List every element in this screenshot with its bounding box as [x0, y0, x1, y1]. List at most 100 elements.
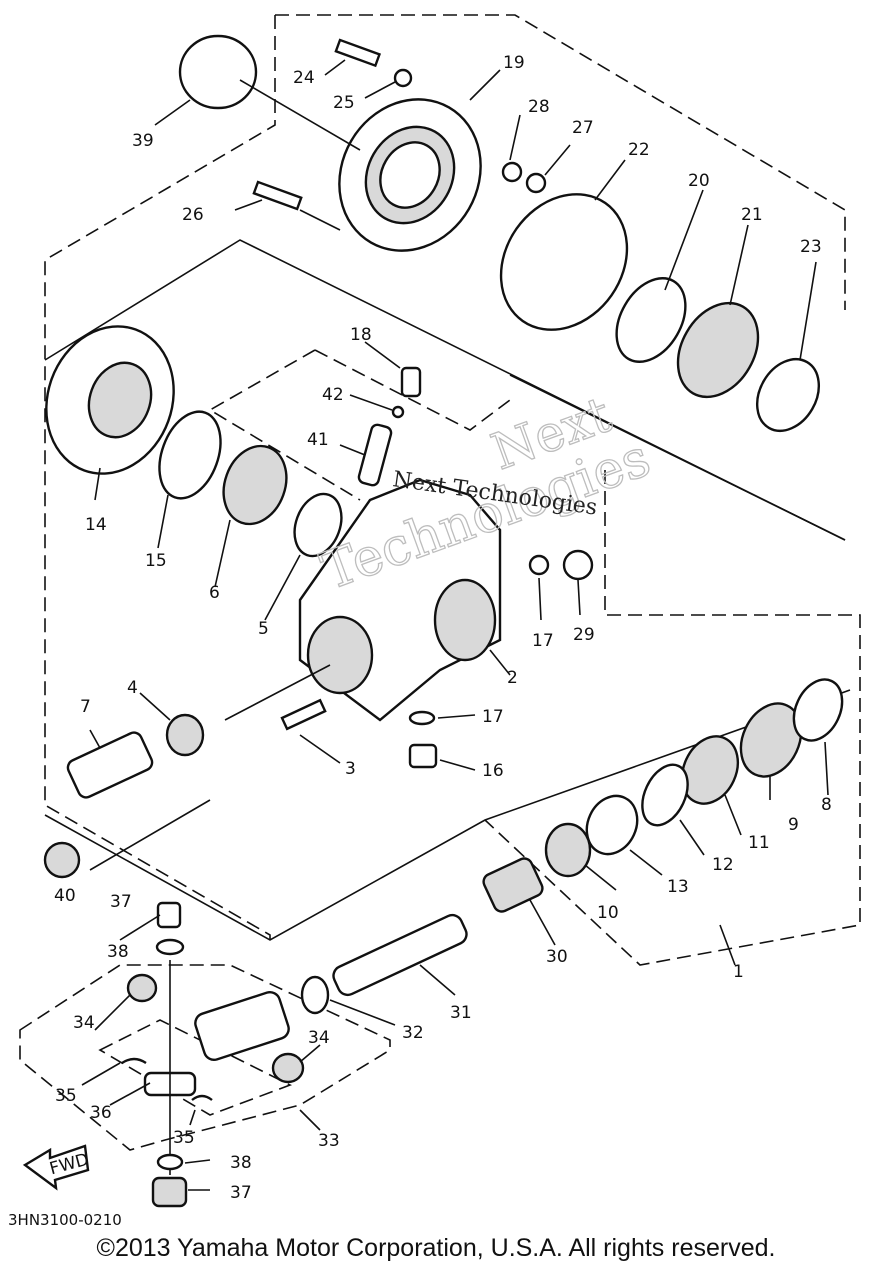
copyright-notice: ©2013 Yamaha Motor Corporation, U.S.A. A… [96, 1234, 776, 1262]
callout-5: 5 [258, 619, 269, 639]
yoke-37a [156, 901, 182, 929]
bearing-9 [739, 702, 803, 778]
callout-28: 28 [528, 97, 550, 117]
callout-4: 4 [127, 678, 138, 698]
shaft-31 [332, 913, 468, 997]
o-ring-22 [499, 193, 629, 331]
callout-13: 13 [667, 877, 689, 897]
callout-37b: 37 [230, 1183, 252, 1203]
callout-labels: 1 2 3 4 5 6 7 8 9 10 11 12 13 14 15 16 1… [54, 53, 832, 1203]
universal-joint-yoke [194, 990, 290, 1062]
callout-15: 15 [145, 551, 167, 571]
sleeve-30 [482, 857, 544, 913]
bearing-cup-34a [126, 973, 158, 1003]
circlip-38a [155, 938, 185, 956]
nut-40 [43, 841, 81, 879]
gear-case-outline [44, 239, 851, 941]
callout-6: 6 [209, 583, 220, 603]
circlip-35b [191, 1094, 213, 1101]
callout-10: 10 [597, 903, 619, 923]
callout-26: 26 [182, 205, 204, 225]
collar-10 [544, 822, 592, 878]
callout-33: 33 [318, 1131, 340, 1151]
callout-16: 16 [482, 761, 504, 781]
callout-2: 2 [507, 668, 518, 688]
callout-34b: 34 [308, 1028, 330, 1048]
callout-27: 27 [572, 118, 594, 138]
thrust-washer-15 [158, 410, 222, 500]
callout-8: 8 [821, 795, 832, 815]
callout-38a: 38 [107, 942, 129, 962]
ring-gear-14 [45, 325, 175, 475]
washer-17a [528, 554, 550, 576]
bearing-housing-19 [338, 98, 482, 252]
callout-30: 30 [546, 947, 568, 967]
drive-pinion-7 [66, 731, 154, 799]
callout-38b: 38 [230, 1153, 252, 1173]
circlip-35a [121, 1057, 147, 1065]
callout-31: 31 [450, 1003, 472, 1023]
oil-seal-13 [585, 794, 639, 856]
callout-34a: 34 [73, 1013, 95, 1033]
shim-5 [293, 492, 343, 558]
callout-7: 7 [80, 697, 91, 717]
callout-40: 40 [54, 886, 76, 906]
callout-11: 11 [748, 833, 770, 853]
callout-19: 19 [503, 53, 525, 73]
bearing-retainer-11 [680, 735, 740, 805]
plug-29 [562, 549, 594, 581]
callout-21: 21 [741, 205, 763, 225]
callout-25: 25 [333, 93, 355, 113]
callout-22: 22 [628, 140, 650, 160]
bearing-cup-37b [151, 1176, 188, 1208]
callout-20: 20 [688, 171, 710, 191]
callout-14: 14 [85, 515, 107, 535]
hose-41 [357, 423, 393, 487]
callout-37a: 37 [110, 892, 132, 912]
callout-35a: 35 [55, 1086, 77, 1106]
callout-3: 3 [345, 759, 356, 779]
leader-lines [81, 59, 829, 1191]
callout-23: 23 [800, 237, 822, 257]
fwd-arrow-icon [22, 1144, 90, 1191]
bolt-26 [252, 180, 303, 211]
callout-17b: 17 [482, 707, 504, 727]
o-ring-39 [178, 34, 258, 110]
circlip-32 [300, 975, 330, 1015]
callout-1: 1 [733, 962, 744, 982]
washer-17b [408, 710, 436, 726]
parts [22, 34, 844, 1208]
callout-24: 24 [293, 68, 315, 88]
callout-18: 18 [350, 325, 372, 345]
stud-3 [280, 698, 327, 731]
drawing-code: 3HN3100-0210 [8, 1211, 122, 1229]
bearing-cup-34b [271, 1052, 305, 1084]
seal-8 [792, 678, 844, 742]
callout-36: 36 [90, 1103, 112, 1123]
clip-42 [391, 405, 405, 419]
callout-39: 39 [132, 131, 154, 151]
o-ring-12 [641, 763, 689, 827]
gear-case-2 [298, 478, 502, 722]
plug-27 [525, 172, 547, 194]
breather-18 [400, 366, 422, 398]
callout-41: 41 [307, 430, 329, 450]
spider-36 [143, 960, 197, 1175]
bearing-21 [676, 301, 760, 399]
shim-20 [615, 277, 687, 363]
callout-35b: 35 [173, 1128, 195, 1148]
callout-32: 32 [402, 1023, 424, 1043]
washer-28 [501, 161, 523, 183]
callout-9: 9 [788, 815, 799, 835]
washer-25 [393, 68, 413, 88]
circlip-38b [156, 1153, 184, 1171]
callout-12: 12 [712, 855, 734, 875]
callout-29: 29 [573, 625, 595, 645]
callout-42: 42 [322, 385, 344, 405]
nut-4 [165, 713, 205, 757]
bolt-16 [408, 743, 438, 769]
bearing-6 [222, 444, 288, 526]
callout-17a: 17 [532, 631, 554, 651]
circlip-23 [755, 358, 821, 432]
